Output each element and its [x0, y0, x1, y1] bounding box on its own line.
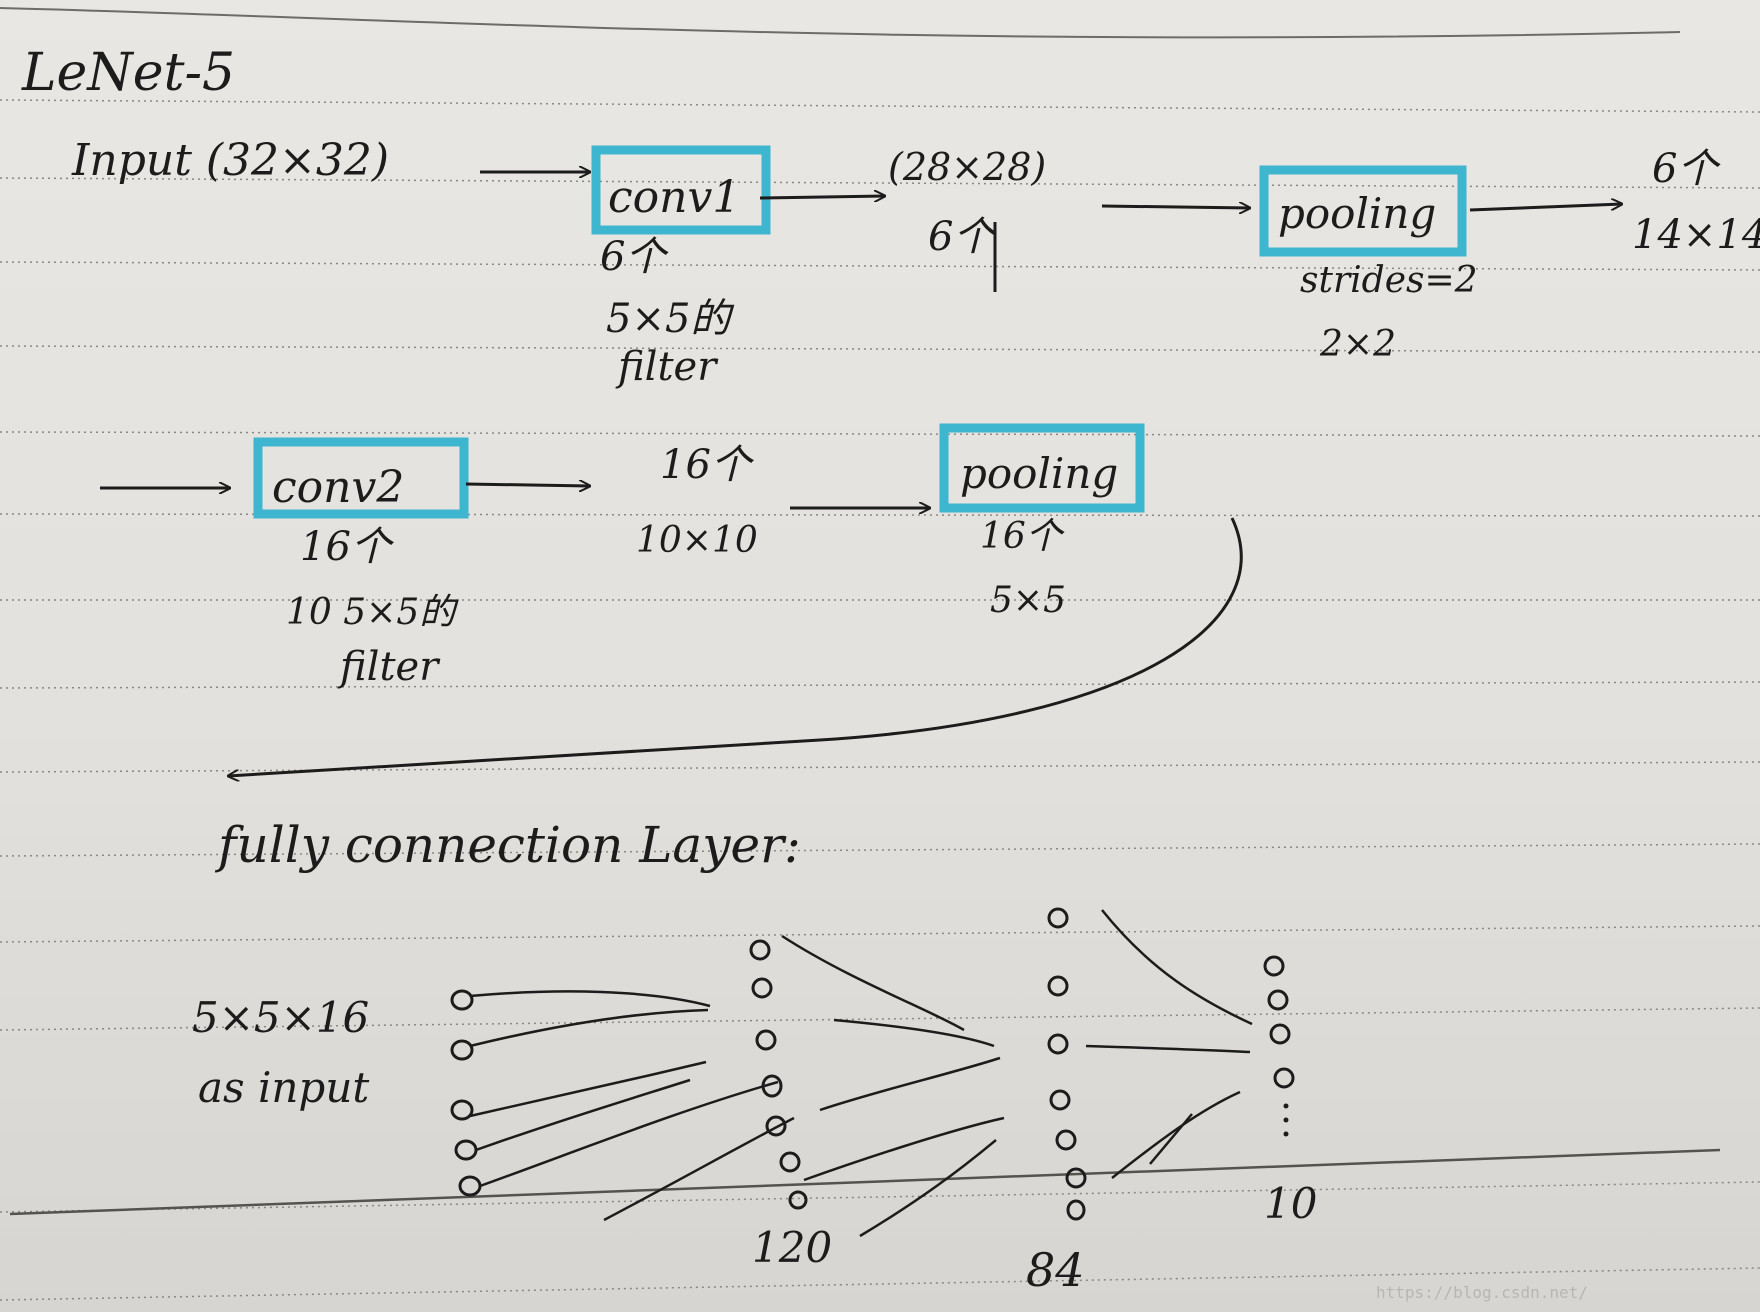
- output-neurons: [1263, 955, 1295, 1089]
- conv2-output-size: 10×10: [636, 520, 758, 561]
- conv1-count: 6个: [600, 234, 669, 280]
- arrow-to-pool1: [1101, 206, 1250, 208]
- pool1-label: pooling: [1278, 189, 1436, 238]
- conv2-count: 16个: [300, 524, 395, 570]
- pool2-label: pooling: [960, 449, 1118, 498]
- output-ellipsis: [1283, 1103, 1289, 1137]
- pool1-output-size: 14×14: [1632, 212, 1760, 258]
- connection-lines: [469, 909, 1253, 1238]
- conv2-filter-word: filter: [337, 644, 441, 690]
- fc-input-caption: as input: [198, 1063, 369, 1112]
- conv1-highlight-box: [591, 145, 771, 235]
- pool2-highlight-box: [939, 423, 1145, 513]
- input-neurons: [450, 989, 482, 1197]
- conv2-label: conv2: [272, 462, 404, 513]
- pool2-count: 16个: [980, 516, 1065, 557]
- layer3-count: 10: [1264, 1179, 1317, 1228]
- layer1-neurons: [749, 939, 808, 1210]
- ruled-lines: [0, 99, 1760, 1301]
- conv1-filter-word: filter: [615, 344, 719, 390]
- arrow-pool1-out: [1469, 204, 1622, 212]
- layer1-count: 120: [752, 1223, 832, 1272]
- conv1-output-size: (28×28): [888, 145, 1046, 189]
- fc-input-size: 5×5×16: [192, 993, 369, 1042]
- arrow-to-fully-connected: [228, 517, 1243, 776]
- solid-rule: [9, 1148, 1721, 1216]
- layer2-neurons: [1047, 907, 1087, 1221]
- watermark: https://blog.csdn.net/: [1376, 1283, 1588, 1302]
- input-label: Input (32×32): [71, 135, 389, 186]
- conv1-output-count: 6个: [928, 214, 997, 260]
- pool2-size: 5×5: [990, 580, 1066, 621]
- conv2-filter-size: 10 5×5的: [286, 592, 459, 633]
- diagram-title: LeNet-5: [21, 43, 235, 103]
- pool1-strides: strides=2: [1300, 260, 1478, 301]
- conv1-label: conv1: [608, 172, 740, 223]
- page-top-edge: [0, 7, 1681, 39]
- arrow-conv2-out: [465, 484, 590, 486]
- pool1-output-count: 6个: [1652, 146, 1721, 192]
- arrow-conv1-out: [759, 196, 885, 198]
- conv2-output-count: 16个: [660, 442, 755, 488]
- fc-heading: fully connection Layer:: [214, 816, 801, 874]
- conv1-filter-size: 5×5的: [606, 296, 734, 342]
- pool1-highlight-box: [1259, 165, 1467, 257]
- pool1-window: 2×2: [1319, 324, 1396, 365]
- layer2-count: 84: [1026, 1243, 1085, 1297]
- conv2-highlight-box: [253, 437, 469, 519]
